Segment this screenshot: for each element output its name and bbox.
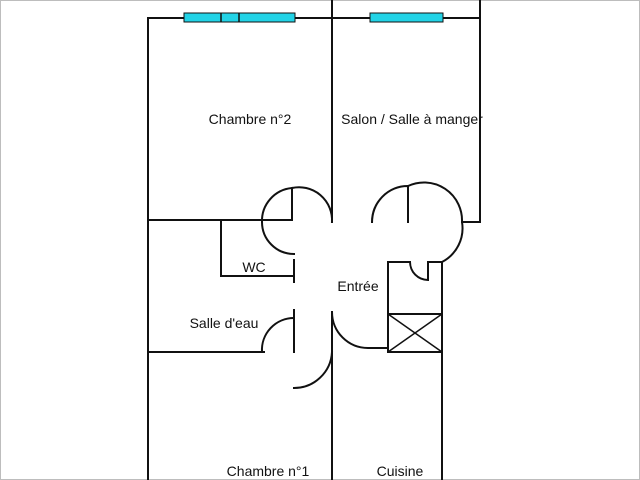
door-cupboard [408,260,429,282]
interior-walls [147,17,481,480]
exterior-walls [147,0,481,480]
window-salon [369,12,444,23]
door-salle-eau [260,316,296,354]
door-entree [330,310,389,349]
label-cuisine: Cuisine [377,463,424,479]
label-salle-eau: Salle d'eau [190,315,259,331]
doors [260,181,464,390]
door-chambre1 [292,350,334,390]
door-chambre2 [291,186,334,224]
windows [183,12,444,23]
door-salon [370,184,409,224]
label-wc: WC [242,259,265,275]
label-salon: Salon / Salle à manger [341,111,483,127]
label-chambre1: Chambre n°1 [227,463,310,479]
label-entree: Entrée [337,278,378,294]
shaft-box [387,313,443,353]
door-wc [260,220,296,256]
label-chambre2: Chambre n°2 [209,111,292,127]
